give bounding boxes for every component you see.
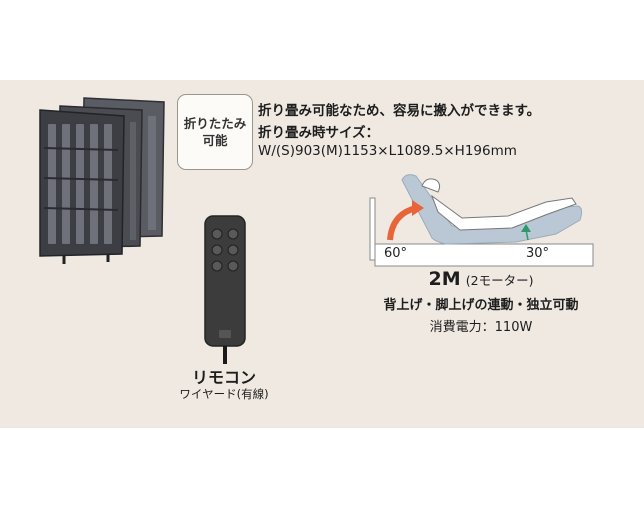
foldable-badge: 折りたたみ 可能 <box>177 94 253 170</box>
motor-count-note: (2モーター) <box>465 273 534 288</box>
folded-size-label: 折り畳み時サイズ： <box>258 125 380 141</box>
motion-feature: 背上げ・脚上げの連動・独立可動 <box>383 298 579 313</box>
remote-title: リモコン <box>191 368 256 387</box>
back-angle-label: 60° <box>384 246 408 261</box>
power-consumption: 消費電力：110W <box>429 320 533 335</box>
motor-count: 2M <box>428 268 461 290</box>
bed-illustration <box>369 174 594 267</box>
motor-spec: 2M (2モーター) <box>366 268 596 290</box>
badge-line2: 可能 <box>202 133 228 148</box>
badge-line1: 折りたたみ <box>183 116 247 131</box>
folded-size-value: W/(S)903(M)1153×L1089.5×H196mm <box>258 143 517 159</box>
leg-angle-label: 30° <box>526 246 550 261</box>
folded-frame-image <box>39 97 165 264</box>
remote-control-image <box>204 215 246 364</box>
folding-description: 折り畳み可能なため、容易に搬入ができます。 <box>258 103 541 119</box>
remote-subtitle: ワイヤード(有線) <box>179 387 269 401</box>
